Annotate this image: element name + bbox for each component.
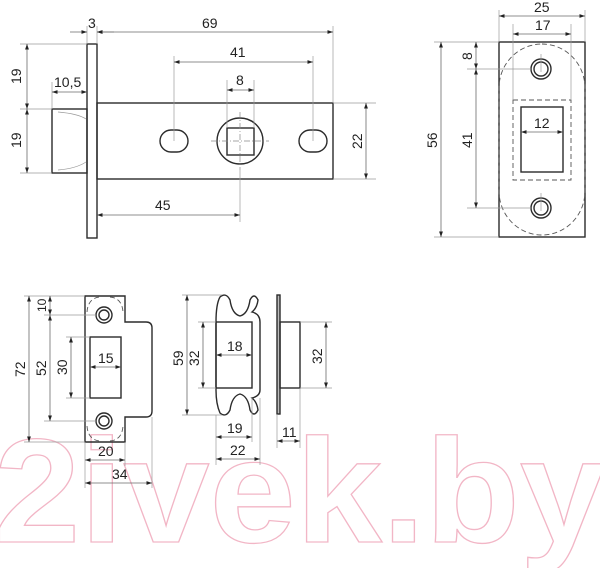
dim-mounting-holes-spacing: 41: [230, 44, 246, 60]
dim-faceplate-thickness: 3: [88, 15, 96, 31]
strike-plate: [84, 295, 153, 443]
dim-faceplate-height: 56: [424, 132, 440, 148]
strike-box-front-view: 59 32 18 19 22: [170, 294, 261, 465]
dim-upper-half-height: 19: [8, 68, 24, 84]
bolt-bevel: [57, 111, 87, 171]
latch-body: [96, 102, 334, 180]
latch-faceplate: [86, 43, 98, 239]
spindle-square: [226, 127, 255, 156]
dim-strike-box-side-height: 32: [309, 348, 325, 364]
strike-box-side-view: 32 11: [276, 294, 332, 448]
dim-strike-box-height: 59: [170, 350, 186, 366]
dim-bolt-projection: 10,5: [54, 74, 81, 90]
dim-strike-window-width: 15: [98, 350, 114, 366]
dim-body-length: 69: [202, 15, 218, 31]
dim-strike-box-inner-width: 18: [227, 338, 243, 354]
dim-strike-height: 72: [12, 361, 28, 377]
mortise-outline: [498, 43, 586, 236]
dim-strike-total-width: 34: [112, 466, 128, 482]
dim-strike-box-flange-width: 22: [230, 442, 246, 458]
dim-backset: 45: [155, 197, 171, 213]
dim-faceplate-width: 25: [534, 0, 550, 15]
dim-strike-top-hole-offset: 10: [35, 298, 49, 312]
latch-bolt: [51, 108, 88, 174]
dim-top-hole-offset: 8: [459, 52, 475, 60]
dim-strike-box-depth: 11: [282, 424, 297, 440]
strike-plate-view: 72 10 52 30 15 20 34: [12, 295, 153, 488]
dim-strike-hole-spacing: 52: [33, 360, 49, 376]
faceplate: [498, 41, 586, 238]
dim-faceplate-inner-width: 17: [535, 17, 551, 33]
dim-body-height: 22: [349, 133, 365, 149]
dim-strike-box-inner-height: 32: [186, 350, 202, 366]
latch-side-view: 3 69 41 8 10,5 19 19 22 45: [8, 15, 376, 239]
bolt-window: [520, 106, 564, 173]
dim-strike-box-width: 19: [227, 420, 243, 436]
dim-bolt-window: 12: [534, 115, 550, 131]
faceplate-front-view: 25 17 56 8 41 12: [424, 0, 586, 238]
strike-box-side-body: [279, 321, 301, 389]
dim-strike-window-height: 30: [54, 359, 70, 375]
strike-window: [89, 336, 122, 399]
dim-spindle-square: 8: [236, 72, 244, 88]
dim-lower-half-height: 19: [8, 132, 24, 148]
dim-hole-spacing: 41: [459, 132, 475, 148]
bolt-recess-outline: [512, 99, 572, 181]
dim-strike-plate-width: 20: [98, 443, 114, 459]
